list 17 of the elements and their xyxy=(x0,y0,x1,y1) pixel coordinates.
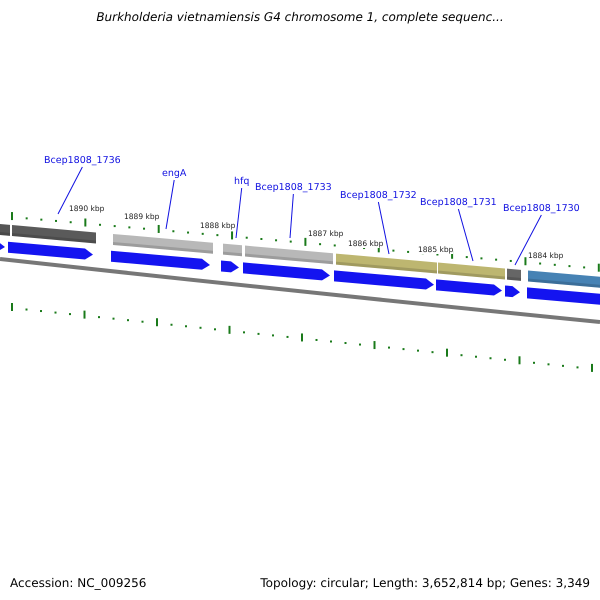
leader-line xyxy=(58,166,83,214)
accession-text: Accession: NC_009256 xyxy=(10,576,146,590)
leader-line xyxy=(290,194,294,238)
leader-line xyxy=(514,214,542,266)
leader-line xyxy=(378,202,390,254)
diagram-title: Burkholderia vietnamiensis G4 chromosome 1, complete sequenc... xyxy=(95,10,505,24)
gene-label: engA xyxy=(162,168,186,179)
gene-label: Bcep1808_1730 xyxy=(503,203,580,214)
gene-label: Bcep1808_1736 xyxy=(44,155,121,166)
gene-label: Bcep1808_1731 xyxy=(420,197,497,208)
leader-line xyxy=(458,208,474,262)
leader-line xyxy=(236,188,242,238)
gene-label: Bcep1808_1733 xyxy=(255,182,332,193)
gene-label: hfq xyxy=(234,176,250,187)
leader-line xyxy=(166,180,175,230)
gene-label: Bcep1808_1732 xyxy=(340,190,417,201)
summary-text: Topology: circular; Length: 3,652,814 bp; Genes: 3,349 xyxy=(260,576,590,590)
